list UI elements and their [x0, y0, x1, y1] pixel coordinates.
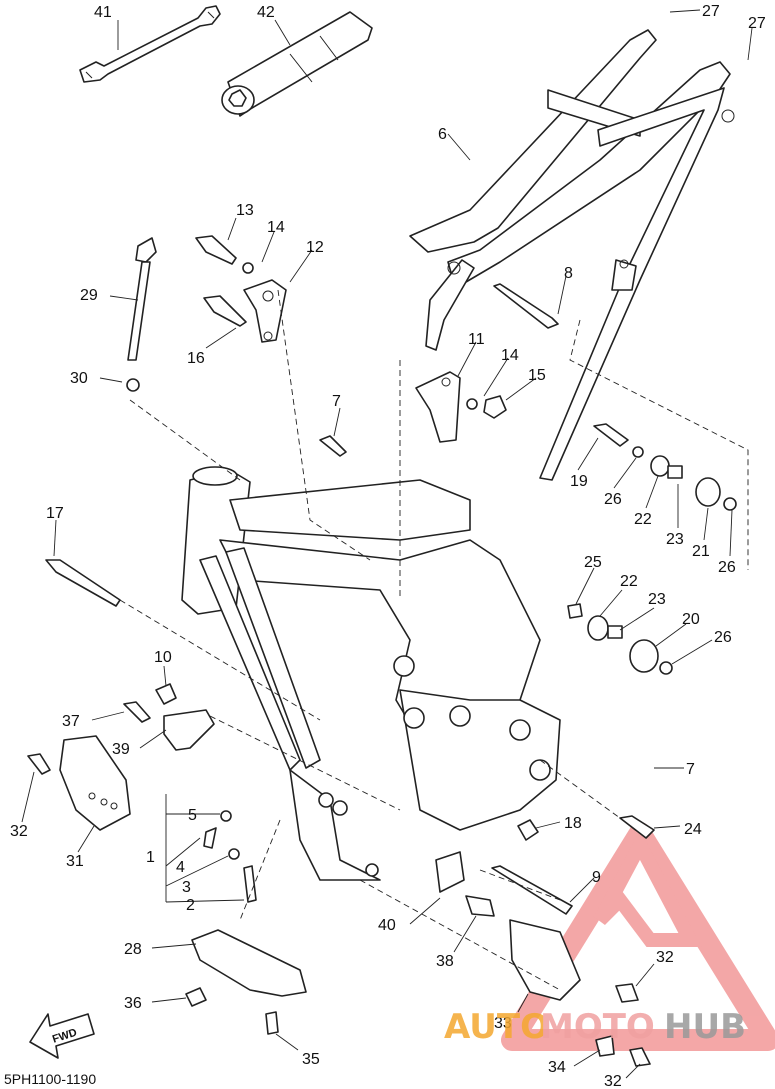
- bolt-9-icon: [491, 865, 573, 915]
- callout-label: 26: [604, 491, 622, 508]
- callout-label: 29: [80, 287, 98, 304]
- callout-label: 31: [66, 853, 84, 870]
- callout-label: 33: [494, 1015, 512, 1032]
- callout-label: 20: [682, 611, 700, 628]
- callout-label: 14: [501, 347, 519, 364]
- callout-label: 39: [112, 741, 130, 758]
- watermark-auto: AUTO: [444, 1007, 549, 1047]
- callout-label: 40: [378, 917, 396, 934]
- callout-label: 34: [548, 1059, 566, 1076]
- callout-numbers: 41 42 27 27 6 13 14 12 29 16 8 30 11 14 …: [10, 3, 766, 1089]
- callout-label: 15: [528, 367, 546, 384]
- callout-label: 27: [702, 3, 720, 20]
- callout-label: 7: [686, 761, 695, 778]
- callout-label: 17: [46, 505, 64, 522]
- box-spanner-tool-icon: [221, 11, 373, 117]
- callout-label: 19: [570, 473, 588, 490]
- nut-18-icon: [517, 819, 539, 841]
- callout-label: 12: [306, 239, 324, 256]
- callout-label: 36: [124, 995, 142, 1012]
- bolt-36-icon: [185, 987, 207, 1007]
- callout-label: 22: [620, 573, 638, 590]
- bolt-16-icon: [203, 295, 247, 327]
- bracket-40-icon: [435, 851, 465, 893]
- leader-lines: [21, 9, 753, 1079]
- guard-31-icon: [59, 735, 131, 831]
- engine-mount-parts-icon: [567, 423, 737, 675]
- callout-label: 6: [438, 126, 447, 143]
- callout-label: 24: [684, 821, 702, 838]
- callout-label: 11: [468, 331, 485, 348]
- rear-subframe-icon: [409, 29, 735, 481]
- dipstick-29-icon: [126, 237, 157, 392]
- callout-label: 18: [564, 815, 582, 832]
- watermark-moto: MOTO: [540, 1007, 655, 1047]
- bolt-24-icon: [619, 815, 655, 839]
- watermark-hub: HUB: [664, 1007, 746, 1047]
- bolt-32-right-icon: [615, 983, 651, 1067]
- long-bolt-17-icon: [45, 559, 121, 607]
- bracket-39-icon: [163, 709, 215, 751]
- callout-label: 4: [176, 859, 185, 876]
- callout-label: 5: [188, 807, 197, 824]
- guard-33-icon: [509, 919, 581, 1001]
- callout-label: 30: [70, 370, 88, 387]
- callout-label: 10: [154, 649, 172, 666]
- callout-label: 13: [236, 202, 254, 219]
- watermark-text: AUTO MOTO HUB: [444, 1007, 746, 1047]
- callout-label: 21: [692, 543, 710, 560]
- callout-label: 8: [564, 265, 573, 282]
- skid-plate-28-icon: [191, 929, 307, 997]
- collar-38-icon: [465, 895, 495, 917]
- bolt-32-left-icon: [27, 753, 51, 775]
- callout-label: 42: [257, 4, 275, 21]
- main-frame-icon: [181, 466, 561, 881]
- bolt-13-icon: [195, 235, 254, 274]
- callout-label: 7: [332, 393, 341, 410]
- callout-label: 22: [634, 511, 652, 528]
- diagram-code: 5PH1100-1190: [4, 1071, 96, 1087]
- bolt-37-icon: [123, 701, 151, 723]
- callout-label: 26: [714, 629, 732, 646]
- callout-label: 16: [187, 350, 205, 367]
- bolt-35-icon: [265, 1011, 279, 1035]
- callout-label: 2: [186, 897, 195, 914]
- callout-label: 28: [124, 941, 142, 958]
- callout-label: 32: [604, 1073, 622, 1089]
- callout-label: 38: [436, 953, 454, 970]
- callout-label: 27: [748, 15, 766, 32]
- bolts-1-5-icon: [203, 810, 257, 903]
- spanner-tool-icon: [79, 5, 221, 83]
- bolt-7-icon: [319, 435, 347, 457]
- callout-label: 25: [584, 554, 602, 571]
- bracket-11-icon: [415, 371, 461, 443]
- callout-label: 37: [62, 713, 80, 730]
- callout-label: 26: [718, 559, 736, 576]
- callout-label: 3: [182, 879, 191, 896]
- bolt-10-icon: [155, 683, 177, 705]
- callout-label: 32: [10, 823, 28, 840]
- fwd-arrow-icon: FWD: [29, 1013, 95, 1059]
- callout-label: 35: [302, 1051, 320, 1068]
- callout-label: 23: [648, 591, 666, 608]
- watermark-logo-icon: [501, 822, 775, 1051]
- callout-label: 32: [656, 949, 674, 966]
- callout-label: 1: [146, 849, 155, 866]
- callout-label: 14: [267, 219, 285, 236]
- bracket-12-icon: [243, 279, 287, 343]
- bolt-8-icon: [493, 283, 559, 329]
- collar-14-15-icon: [466, 395, 507, 419]
- callout-label: 41: [94, 4, 112, 21]
- callout-label: 23: [666, 531, 684, 548]
- callout-label: 9: [592, 869, 601, 886]
